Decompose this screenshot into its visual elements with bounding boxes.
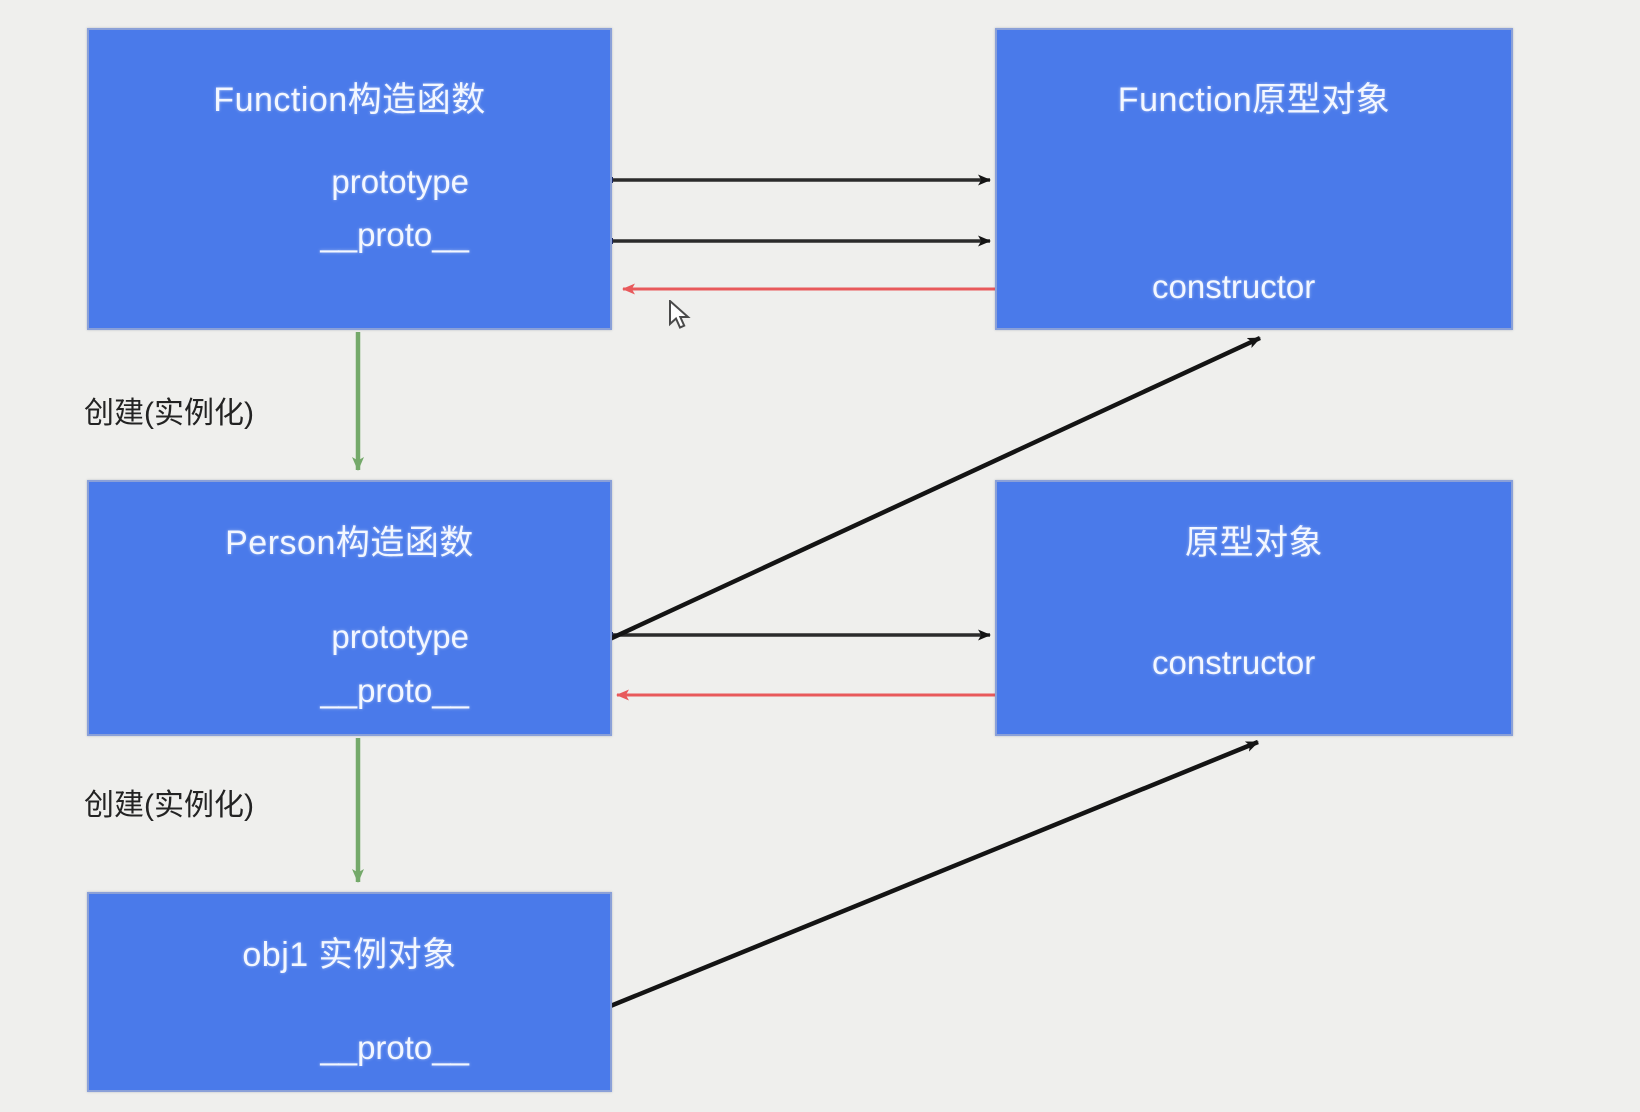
node-title-function-constructor: Function构造函数 <box>213 81 486 119</box>
slot-person-prototype[interactable]: prototype <box>331 618 469 655</box>
mouse-cursor <box>669 300 691 329</box>
slot-person-prototype-constructor[interactable]: constructor <box>1152 644 1316 681</box>
node-title-function-prototype-object: Function原型对象 <box>1117 81 1391 119</box>
edge-label-create-obj1: 创建(实例化) <box>84 789 254 822</box>
edge-label-create-person: 创建(实例化) <box>84 397 254 430</box>
node-title-person-prototype-object: 原型对象 <box>1185 524 1323 562</box>
node-function-constructor[interactable]: Function构造函数 prototype __proto__ <box>87 28 612 330</box>
node-obj1-instance[interactable]: obj1 实例对象 __proto__ <box>87 892 612 1092</box>
node-person-constructor[interactable]: Person构造函数 prototype __proto__ <box>87 480 612 736</box>
node-title-obj1-instance: obj1 实例对象 <box>242 936 457 974</box>
node-person-prototype-object[interactable]: 原型对象 constructor <box>995 480 1513 736</box>
slot-person-proto[interactable]: __proto__ <box>320 672 469 709</box>
node-title-person-constructor: Person构造函数 <box>225 524 474 562</box>
node-function-prototype-object[interactable]: Function原型对象 constructor <box>995 28 1513 330</box>
slot-function-prototype-constructor[interactable]: constructor <box>1152 268 1316 305</box>
slot-function-proto[interactable]: __proto__ <box>320 216 469 253</box>
slot-function-prototype[interactable]: prototype <box>331 163 469 200</box>
slot-obj1-proto[interactable]: __proto__ <box>320 1029 469 1066</box>
